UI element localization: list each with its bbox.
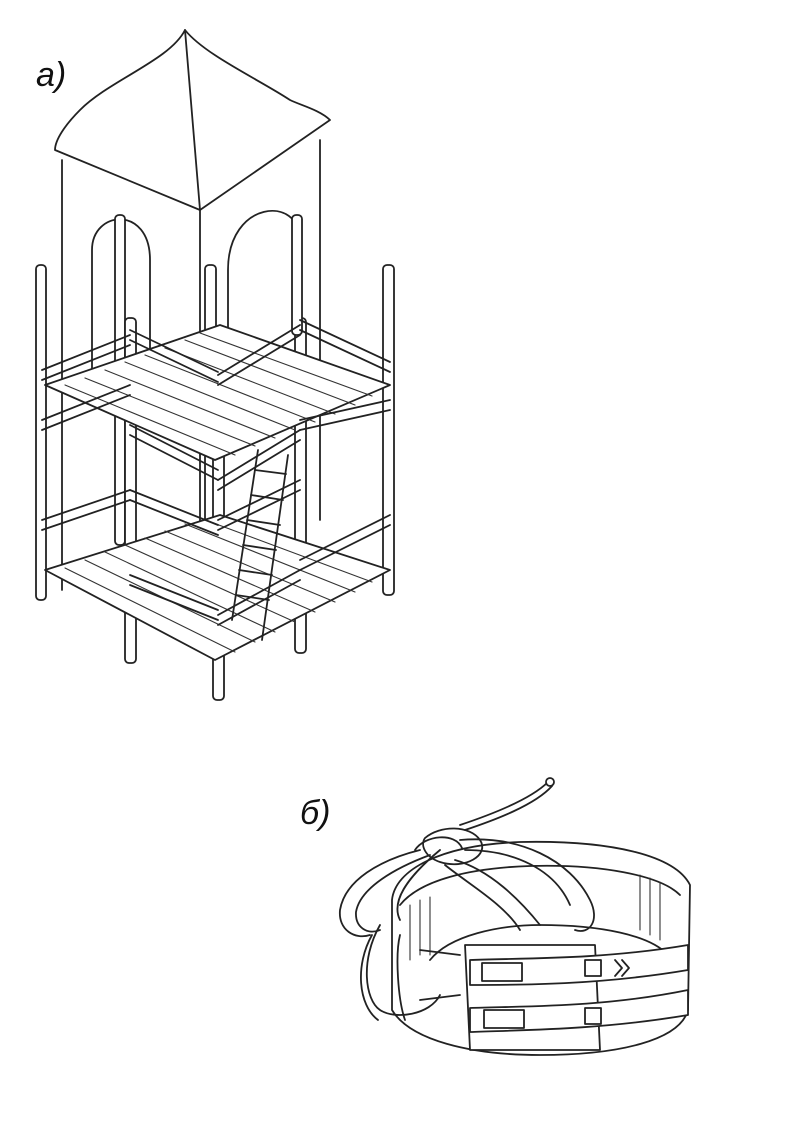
figure-label-a: а) [36,56,67,94]
tower-scaffold-with-ladder-icon [35,29,395,701]
figure-label-b: б) [300,794,331,832]
